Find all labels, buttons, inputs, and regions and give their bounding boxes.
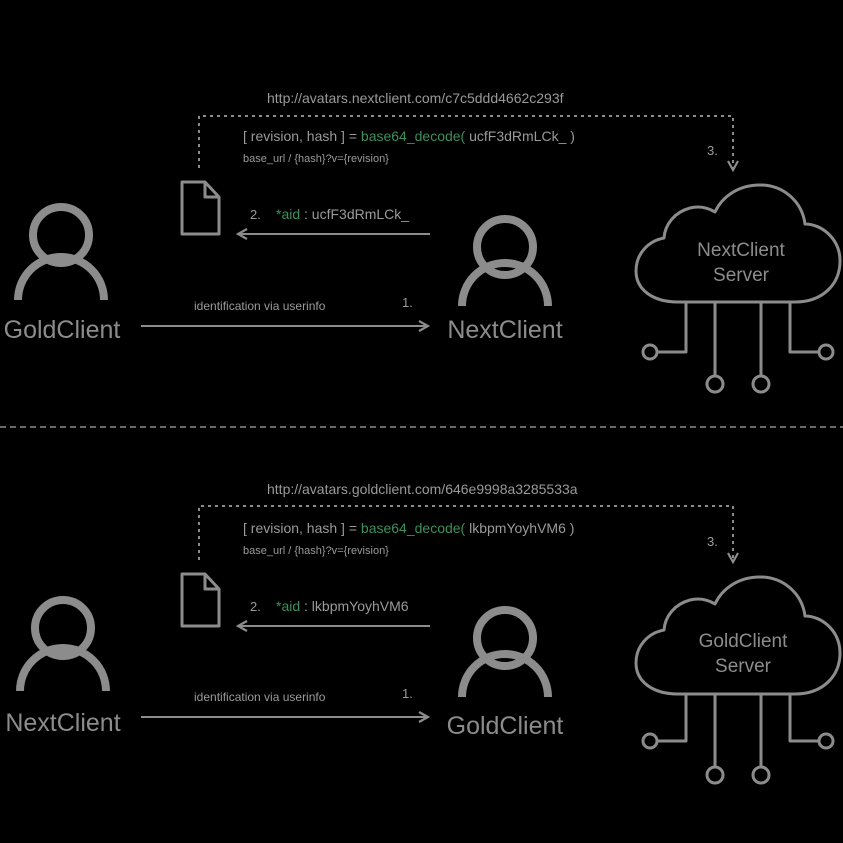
aid-value: *aid : lkbpmYoyhVM6 — [276, 598, 409, 614]
base-url-note: base_url / {hash}?v={revision} — [243, 153, 389, 165]
base-url-note: base_url / {hash}?v={revision} — [243, 545, 389, 557]
avatar-url: http://avatars.nextclient.com/c7c5ddd466… — [267, 90, 564, 106]
left-client-label: NextClient — [5, 709, 120, 737]
document-icon — [180, 572, 221, 628]
fetch-avatar-dotted-arrow — [198, 505, 733, 562]
step-1-label: 1. — [402, 686, 413, 701]
step-2-label: 2. — [250, 599, 261, 614]
server-label: Server — [713, 265, 770, 286]
step-1-label: 1. — [402, 295, 413, 310]
panel-bottom: http://avatars.goldclient.com/646e9998a3… — [5, 481, 842, 785]
decode-formula: [ revision, hash ] = base64_decode( ucfF… — [243, 128, 575, 144]
right-client-label: GoldClient — [447, 712, 564, 740]
aid-value: *aid : ucfF3dRmLCk_ — [276, 206, 409, 222]
server-name: GoldClient — [699, 631, 788, 652]
cloud-server-icon — [634, 575, 842, 785]
server-name: NextClient — [697, 240, 785, 261]
panel-top: http://avatars.nextclient.com/c7c5ddd466… — [4, 90, 842, 394]
document-icon — [180, 180, 221, 236]
server-label: Server — [715, 656, 772, 677]
decode-formula: [ revision, hash ] = base64_decode( lkbp… — [243, 520, 574, 536]
step-3-label: 3. — [707, 534, 718, 549]
left-client-label: GoldClient — [4, 316, 121, 344]
user-icon — [458, 606, 552, 698]
step-2-label: 2. — [250, 207, 261, 222]
avatar-url: http://avatars.goldclient.com/646e9998a3… — [267, 481, 578, 497]
right-client-label: NextClient — [447, 316, 562, 344]
step-3-label: 3. — [707, 143, 718, 158]
identification-text: identification via userinfo — [194, 690, 326, 704]
identification-text: identification via userinfo — [194, 299, 326, 313]
user-icon — [16, 596, 110, 692]
user-icon — [14, 203, 108, 301]
user-icon — [458, 215, 552, 307]
cloud-server-icon — [634, 183, 842, 394]
